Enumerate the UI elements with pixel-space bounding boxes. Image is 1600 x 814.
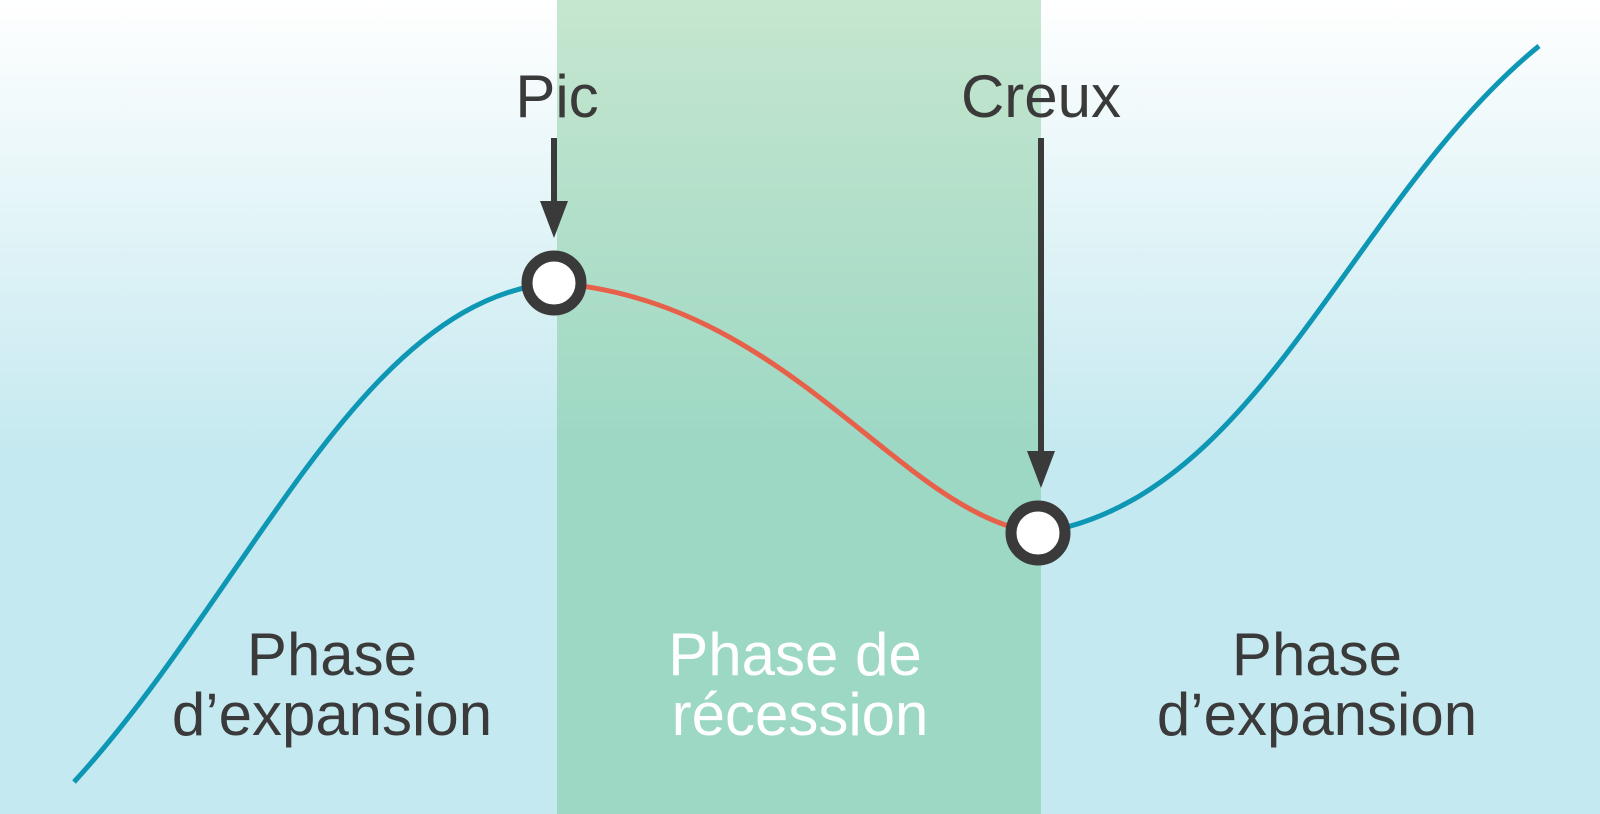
expansion-background-left (0, 0, 558, 814)
phase-label-middle-line2: récession (672, 681, 929, 748)
phase-label-middle-line1: Phase de (668, 621, 922, 688)
trough-marker (1005, 500, 1071, 566)
phase-label-left-line2: d’expansion (172, 681, 492, 748)
trough-arrow-icon (1027, 138, 1055, 488)
trough-label: Creux (961, 63, 1121, 130)
recession-background (557, 0, 1042, 814)
peak-marker (521, 250, 587, 316)
peak-arrow-icon (540, 138, 568, 238)
peak-label: Pic (515, 63, 598, 130)
phase-label-right-line1: Phase (1232, 621, 1402, 688)
expansion-background-right (1041, 0, 1600, 814)
phase-label-right-line2: d’expansion (1157, 681, 1477, 748)
phase-label-left-line1: Phase (247, 621, 417, 688)
expansion-curve-left (72, 280, 555, 784)
expansion-curve-right (1037, 44, 1541, 536)
recession-curve (553, 280, 1039, 536)
